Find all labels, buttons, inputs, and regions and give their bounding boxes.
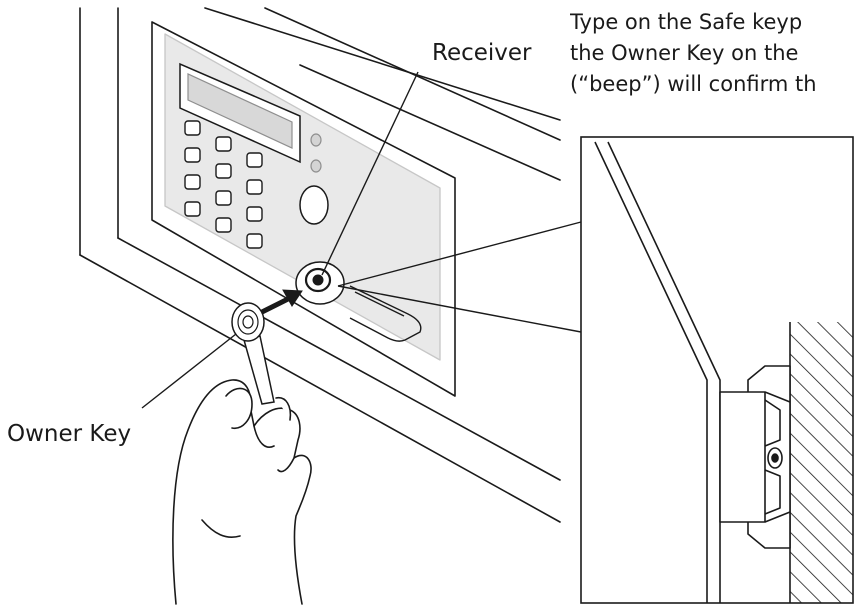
instruction-line-3: (“beep”) will confirm th [570, 69, 857, 100]
instruction-line-1: Type on the Safe keyp [570, 7, 857, 38]
receiver-icon [296, 262, 344, 304]
receiver-label: Receiver [432, 42, 532, 65]
instruction-text: Type on the Safe keyp the Owner Key on t… [570, 7, 857, 117]
knob-icon [300, 186, 328, 224]
hand-icon [173, 380, 311, 604]
detail-view-icon [581, 137, 857, 609]
owner-key-label: Owner Key [7, 423, 131, 446]
instruction-line-2: the Owner Key on the [570, 38, 857, 69]
